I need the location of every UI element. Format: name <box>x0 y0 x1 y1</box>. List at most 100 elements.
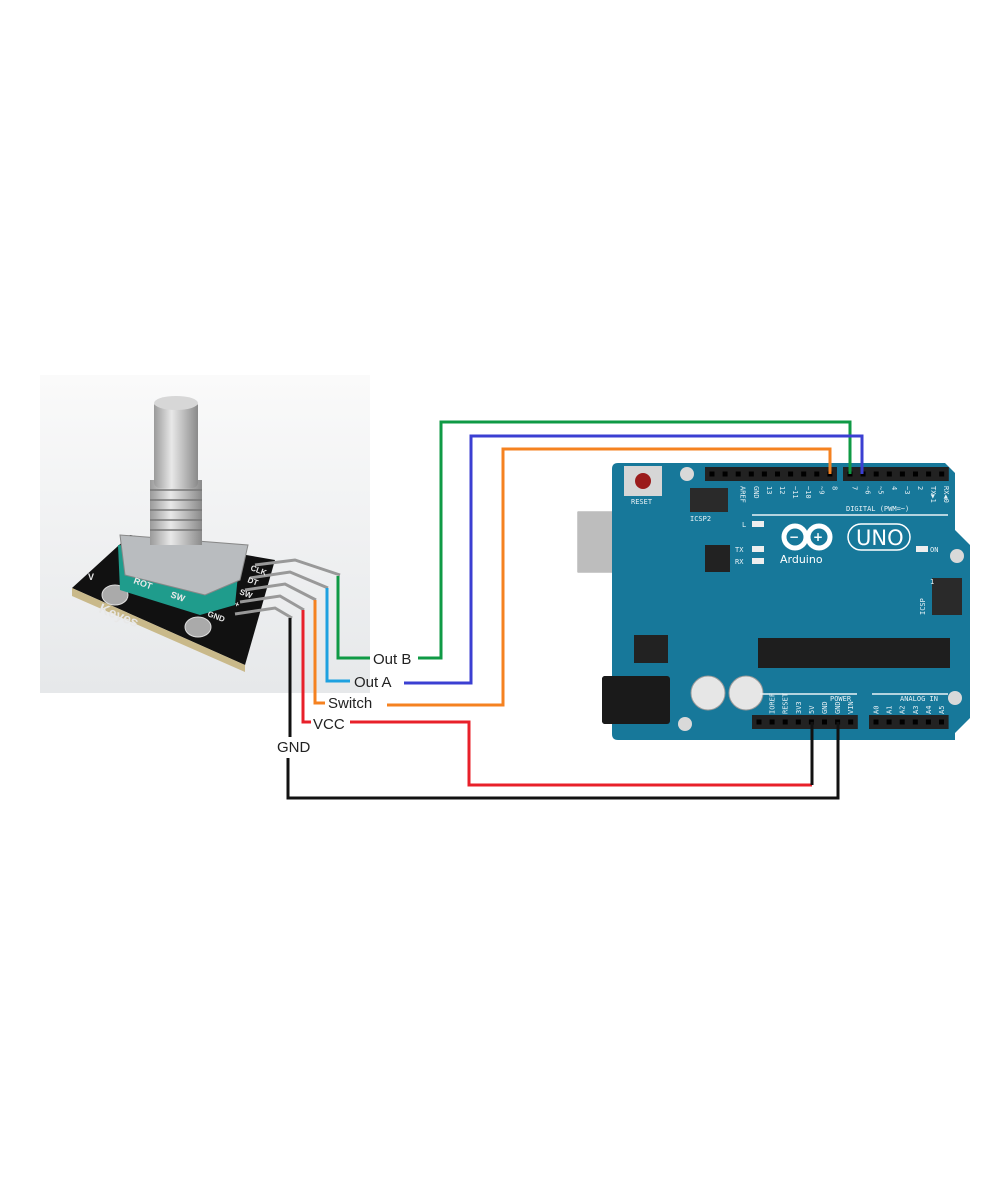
wire-switch-module <box>313 600 325 705</box>
led-on <box>916 546 928 552</box>
analog-pin-label: A2 <box>899 706 907 714</box>
digital-pin-label: TX▶1 <box>929 486 937 503</box>
board-pcb <box>612 463 970 740</box>
analog-pin-label: A3 <box>912 706 920 714</box>
mounting-hole <box>678 717 692 731</box>
uno-badge <box>847 523 911 551</box>
digital-pin-socket[interactable] <box>814 471 820 477</box>
reset-button[interactable] <box>624 466 662 496</box>
mounting-hole <box>948 691 962 705</box>
digital-pin-socket[interactable] <box>913 471 918 477</box>
digital-pin-label: 7 <box>851 486 859 490</box>
logo-minus: − <box>789 530 799 544</box>
wires <box>286 420 864 800</box>
led-tx-label: TX <box>735 546 744 554</box>
label-out-a: Out A <box>354 674 392 691</box>
reset-label: RESET <box>631 498 653 506</box>
digital-pin-socket[interactable] <box>873 471 879 477</box>
label-gnd: GND <box>277 739 311 756</box>
wire-out-b-module <box>336 576 370 660</box>
digital-pin-label: 13 <box>765 486 773 494</box>
power-pin-socket[interactable] <box>756 719 762 725</box>
analog-pin-socket[interactable] <box>873 719 879 725</box>
wire-switch-arduino <box>387 447 832 707</box>
power-pin-label: 5V <box>808 705 816 714</box>
led-l-label: L <box>742 521 746 529</box>
power-pin-socket[interactable] <box>822 719 827 725</box>
analog-pin-socket[interactable] <box>912 719 918 725</box>
module-silk-sw: SW <box>169 589 187 604</box>
arduino-uno-board: RESET ICSP2 ICSP 1 L TX RX ON DIGITAL (P… <box>577 463 970 740</box>
encoder-shaft <box>154 400 198 488</box>
analog-pin-socket[interactable] <box>886 719 892 725</box>
analog-pin-socket[interactable] <box>899 719 905 725</box>
pin-label-plus: + <box>233 599 241 609</box>
led-rx <box>752 558 764 564</box>
digital-pin-socket[interactable] <box>788 471 794 477</box>
digital-pin-socket[interactable] <box>801 471 807 477</box>
mounting-hole <box>950 549 964 563</box>
wire-vcc-arduino <box>350 720 812 787</box>
power-pin-label: IOREF <box>769 693 777 714</box>
digital-pin-socket[interactable] <box>899 471 905 477</box>
wire-out-a-arduino <box>404 434 864 685</box>
encoder-housing <box>119 534 249 596</box>
power-pin-socket[interactable] <box>848 719 854 725</box>
wire-out-a-module <box>325 588 350 683</box>
power-pin-label: 3V3 <box>795 701 803 714</box>
pin-label-sw: SW <box>238 587 254 600</box>
module-silk-v: V <box>88 572 94 582</box>
power-header <box>752 715 858 729</box>
power-pin-socket[interactable] <box>769 719 775 725</box>
digital-pin-label: ~10 <box>804 486 812 499</box>
analog-pin-socket[interactable] <box>939 719 944 725</box>
digital-pin-socket[interactable] <box>939 471 945 477</box>
wire-gnd-arduino <box>286 722 840 800</box>
digital-pin-socket[interactable] <box>886 471 892 477</box>
icsp-pin1-label: 1 <box>930 578 934 586</box>
analog-pin-label: A5 <box>938 706 946 714</box>
capacitor <box>728 675 764 711</box>
voltage-regulator <box>634 635 668 663</box>
header-pins <box>234 558 341 620</box>
digital-pin-socket[interactable] <box>722 471 728 477</box>
digital-pin-label: AREF <box>739 486 747 503</box>
digital-header <box>843 467 949 481</box>
digital-pin-label: ~3 <box>903 486 911 494</box>
power-pin-label: VIN <box>847 701 855 714</box>
analog-pin-label: A1 <box>886 706 894 714</box>
digital-pin-socket[interactable] <box>926 471 932 477</box>
arduino-logo <box>781 523 833 551</box>
digital-pin-label: 8 <box>830 486 838 490</box>
digital-pin-label: ~5 <box>877 486 885 494</box>
digital-pin-label: ~6 <box>864 486 872 494</box>
digital-pin-label: 12 <box>778 486 786 494</box>
digital-header <box>705 467 837 481</box>
mounting-hole <box>184 616 212 638</box>
digital-pin-socket[interactable] <box>748 471 754 477</box>
icsp-label: ICSP <box>919 598 927 615</box>
led-rx-label: RX <box>735 558 744 566</box>
power-pin-socket[interactable] <box>782 719 788 725</box>
digital-pin-socket[interactable] <box>775 471 780 477</box>
icsp2-label: ICSP2 <box>690 515 711 523</box>
power-title: POWER <box>830 695 852 703</box>
wire-out-b-arduino <box>418 420 852 660</box>
power-pin-socket[interactable] <box>795 719 801 725</box>
digital-pin-socket[interactable] <box>761 471 767 477</box>
digital-pin-socket[interactable] <box>735 471 741 477</box>
analog-pin-label: A4 <box>925 706 933 714</box>
usb-chip <box>705 545 730 572</box>
power-jack-body <box>602 676 670 724</box>
analog-pin-socket[interactable] <box>925 719 931 725</box>
power-pin-label: GND <box>834 701 842 714</box>
analog-title: ANALOG IN <box>900 695 938 703</box>
digital-pin-socket[interactable] <box>709 471 715 477</box>
capacitor <box>690 675 726 711</box>
power-pin-label: RESET <box>782 692 790 714</box>
label-switch: Switch <box>328 695 372 712</box>
uno-text: UNO <box>856 526 904 550</box>
